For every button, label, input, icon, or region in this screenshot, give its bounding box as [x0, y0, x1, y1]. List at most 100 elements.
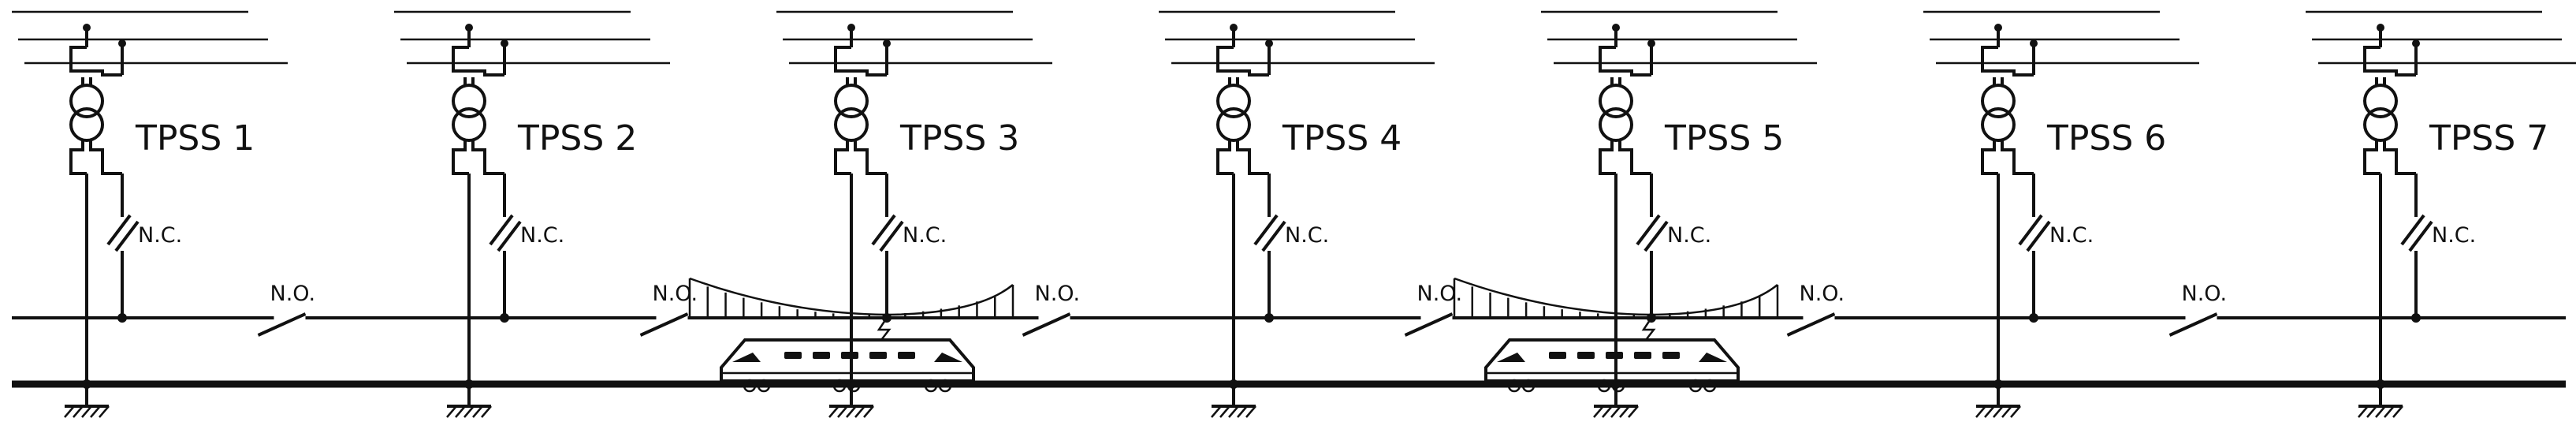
train-body-icon: [1484, 338, 1740, 383]
transformer-winding: [2363, 107, 2398, 142]
bracket-bottom: [1216, 140, 1269, 175]
substation: TPSS 2 N.C.: [394, 10, 670, 418]
substation-label: TPSS 2: [517, 118, 637, 159]
ground-hatch: [455, 405, 466, 418]
sectioning-switch: N.O.: [1786, 282, 1847, 337]
transformer-winding: [1599, 107, 1633, 142]
transformer-winding: [69, 107, 104, 142]
ground-hatch: [2384, 405, 2395, 418]
transformer-winding: [1981, 84, 2016, 118]
ground-hatch: [99, 405, 110, 418]
wheel-icon: [1703, 379, 1717, 393]
window-icon: [841, 352, 858, 359]
substation: TPSS 3N.C.: [776, 10, 1052, 418]
ground-hatch: [846, 405, 857, 418]
switch-blade: [1786, 312, 1836, 337]
wheel-icon: [757, 379, 771, 393]
breaker-blade: [489, 214, 514, 246]
switch-blade: [1404, 312, 1454, 337]
cab-window-icon: [1497, 353, 1525, 362]
window-icon: [1634, 352, 1651, 359]
ground-hatch: [1602, 405, 1613, 418]
breaker-blade: [106, 214, 132, 246]
ground-hatch: [1219, 405, 1230, 418]
ground-hatch: [1975, 405, 1986, 418]
breaker-blade: [2408, 220, 2433, 252]
ground-hatch: [1228, 405, 1239, 418]
ground-hatch: [1993, 405, 2004, 418]
breaker-blade: [114, 220, 140, 252]
window-icon: [898, 352, 915, 359]
wheel-icon: [1521, 379, 1536, 393]
transformer-winding: [1599, 84, 1633, 118]
sectioning-label: N.O.: [1035, 282, 1081, 306]
breaker-label: N.C.: [903, 223, 947, 248]
ground-hatch: [863, 405, 874, 418]
substation: TPSS 5N.C.: [1541, 10, 1817, 418]
junction-dot: [1647, 39, 1655, 47]
window-icon: [1577, 352, 1595, 359]
breaker-label: N.C.: [2049, 223, 2094, 248]
rail-junction: [1229, 379, 1238, 389]
junction-dot: [465, 24, 473, 32]
ground-hatch: [854, 405, 865, 418]
ground-hatch: [837, 405, 848, 418]
junction-dot: [847, 24, 855, 32]
junction-dot: [1230, 24, 1238, 32]
catenary-junction: [500, 313, 509, 323]
breaker-blade: [2026, 220, 2051, 252]
substation-label: TPSS 5: [1664, 118, 1784, 159]
junction-dot: [2030, 39, 2038, 47]
wheel-icon: [924, 379, 938, 393]
bracket-top: [834, 46, 887, 77]
wheel-icon: [832, 379, 847, 393]
rail-junction: [464, 379, 474, 389]
sectioning-label: N.O.: [2182, 282, 2228, 306]
wheel-icon: [847, 379, 861, 393]
sectioning-label: N.O.: [1800, 282, 1845, 306]
window-icon: [1549, 352, 1566, 359]
bracket-top: [452, 46, 504, 77]
substation-label: TPSS 4: [1282, 118, 1402, 159]
substation: TPSS 6N.C.: [1923, 10, 2199, 418]
ground-hatch: [1610, 405, 1621, 418]
cab-window-icon: [934, 353, 962, 362]
ground-hatch: [64, 405, 75, 418]
ground-hatch: [73, 405, 84, 418]
junction-dot: [1994, 24, 2002, 32]
bracket-top: [2363, 46, 2416, 77]
ground-hatch: [1245, 405, 1256, 418]
junction-dot: [1265, 39, 1273, 47]
sectioning-switches: N.O.N.O.N.O.N.O.N.O.N.O.: [257, 282, 2229, 337]
substation: TPSS 1N.C.: [12, 10, 288, 418]
bracket-top: [1216, 46, 1269, 77]
ground-hatch: [1237, 405, 1248, 418]
transformer-winding: [2363, 84, 2398, 118]
breaker-blade: [2018, 214, 2043, 246]
ground-hatch: [1211, 405, 1222, 418]
wheel-icon: [1507, 379, 1521, 393]
bracket-bottom: [69, 140, 122, 175]
breaker-label: N.C.: [138, 223, 182, 248]
window-icon: [869, 352, 887, 359]
ground-hatch: [481, 405, 492, 418]
ground-hatch: [1593, 405, 1604, 418]
junction-dot: [501, 39, 508, 47]
junction-dot: [118, 39, 126, 47]
substation: TPSS 4 N.C.: [1159, 10, 1435, 418]
wheel-icon: [1597, 379, 1611, 393]
catenary-junction: [1264, 313, 1274, 323]
breaker-label: N.C.: [520, 223, 564, 248]
ground-hatch: [1984, 405, 1995, 418]
bracket-top: [69, 46, 122, 77]
ground-hatch: [2375, 405, 2386, 418]
switch-blade: [1022, 312, 1071, 337]
junction-dot: [1612, 24, 1620, 32]
switch-blade: [2168, 312, 2218, 337]
bracket-top: [1981, 46, 2034, 77]
breaker-label: N.C.: [2432, 223, 2476, 248]
breaker-label: N.C.: [1285, 223, 1329, 248]
junction-dot: [883, 39, 891, 47]
bracket-bottom: [452, 140, 504, 175]
